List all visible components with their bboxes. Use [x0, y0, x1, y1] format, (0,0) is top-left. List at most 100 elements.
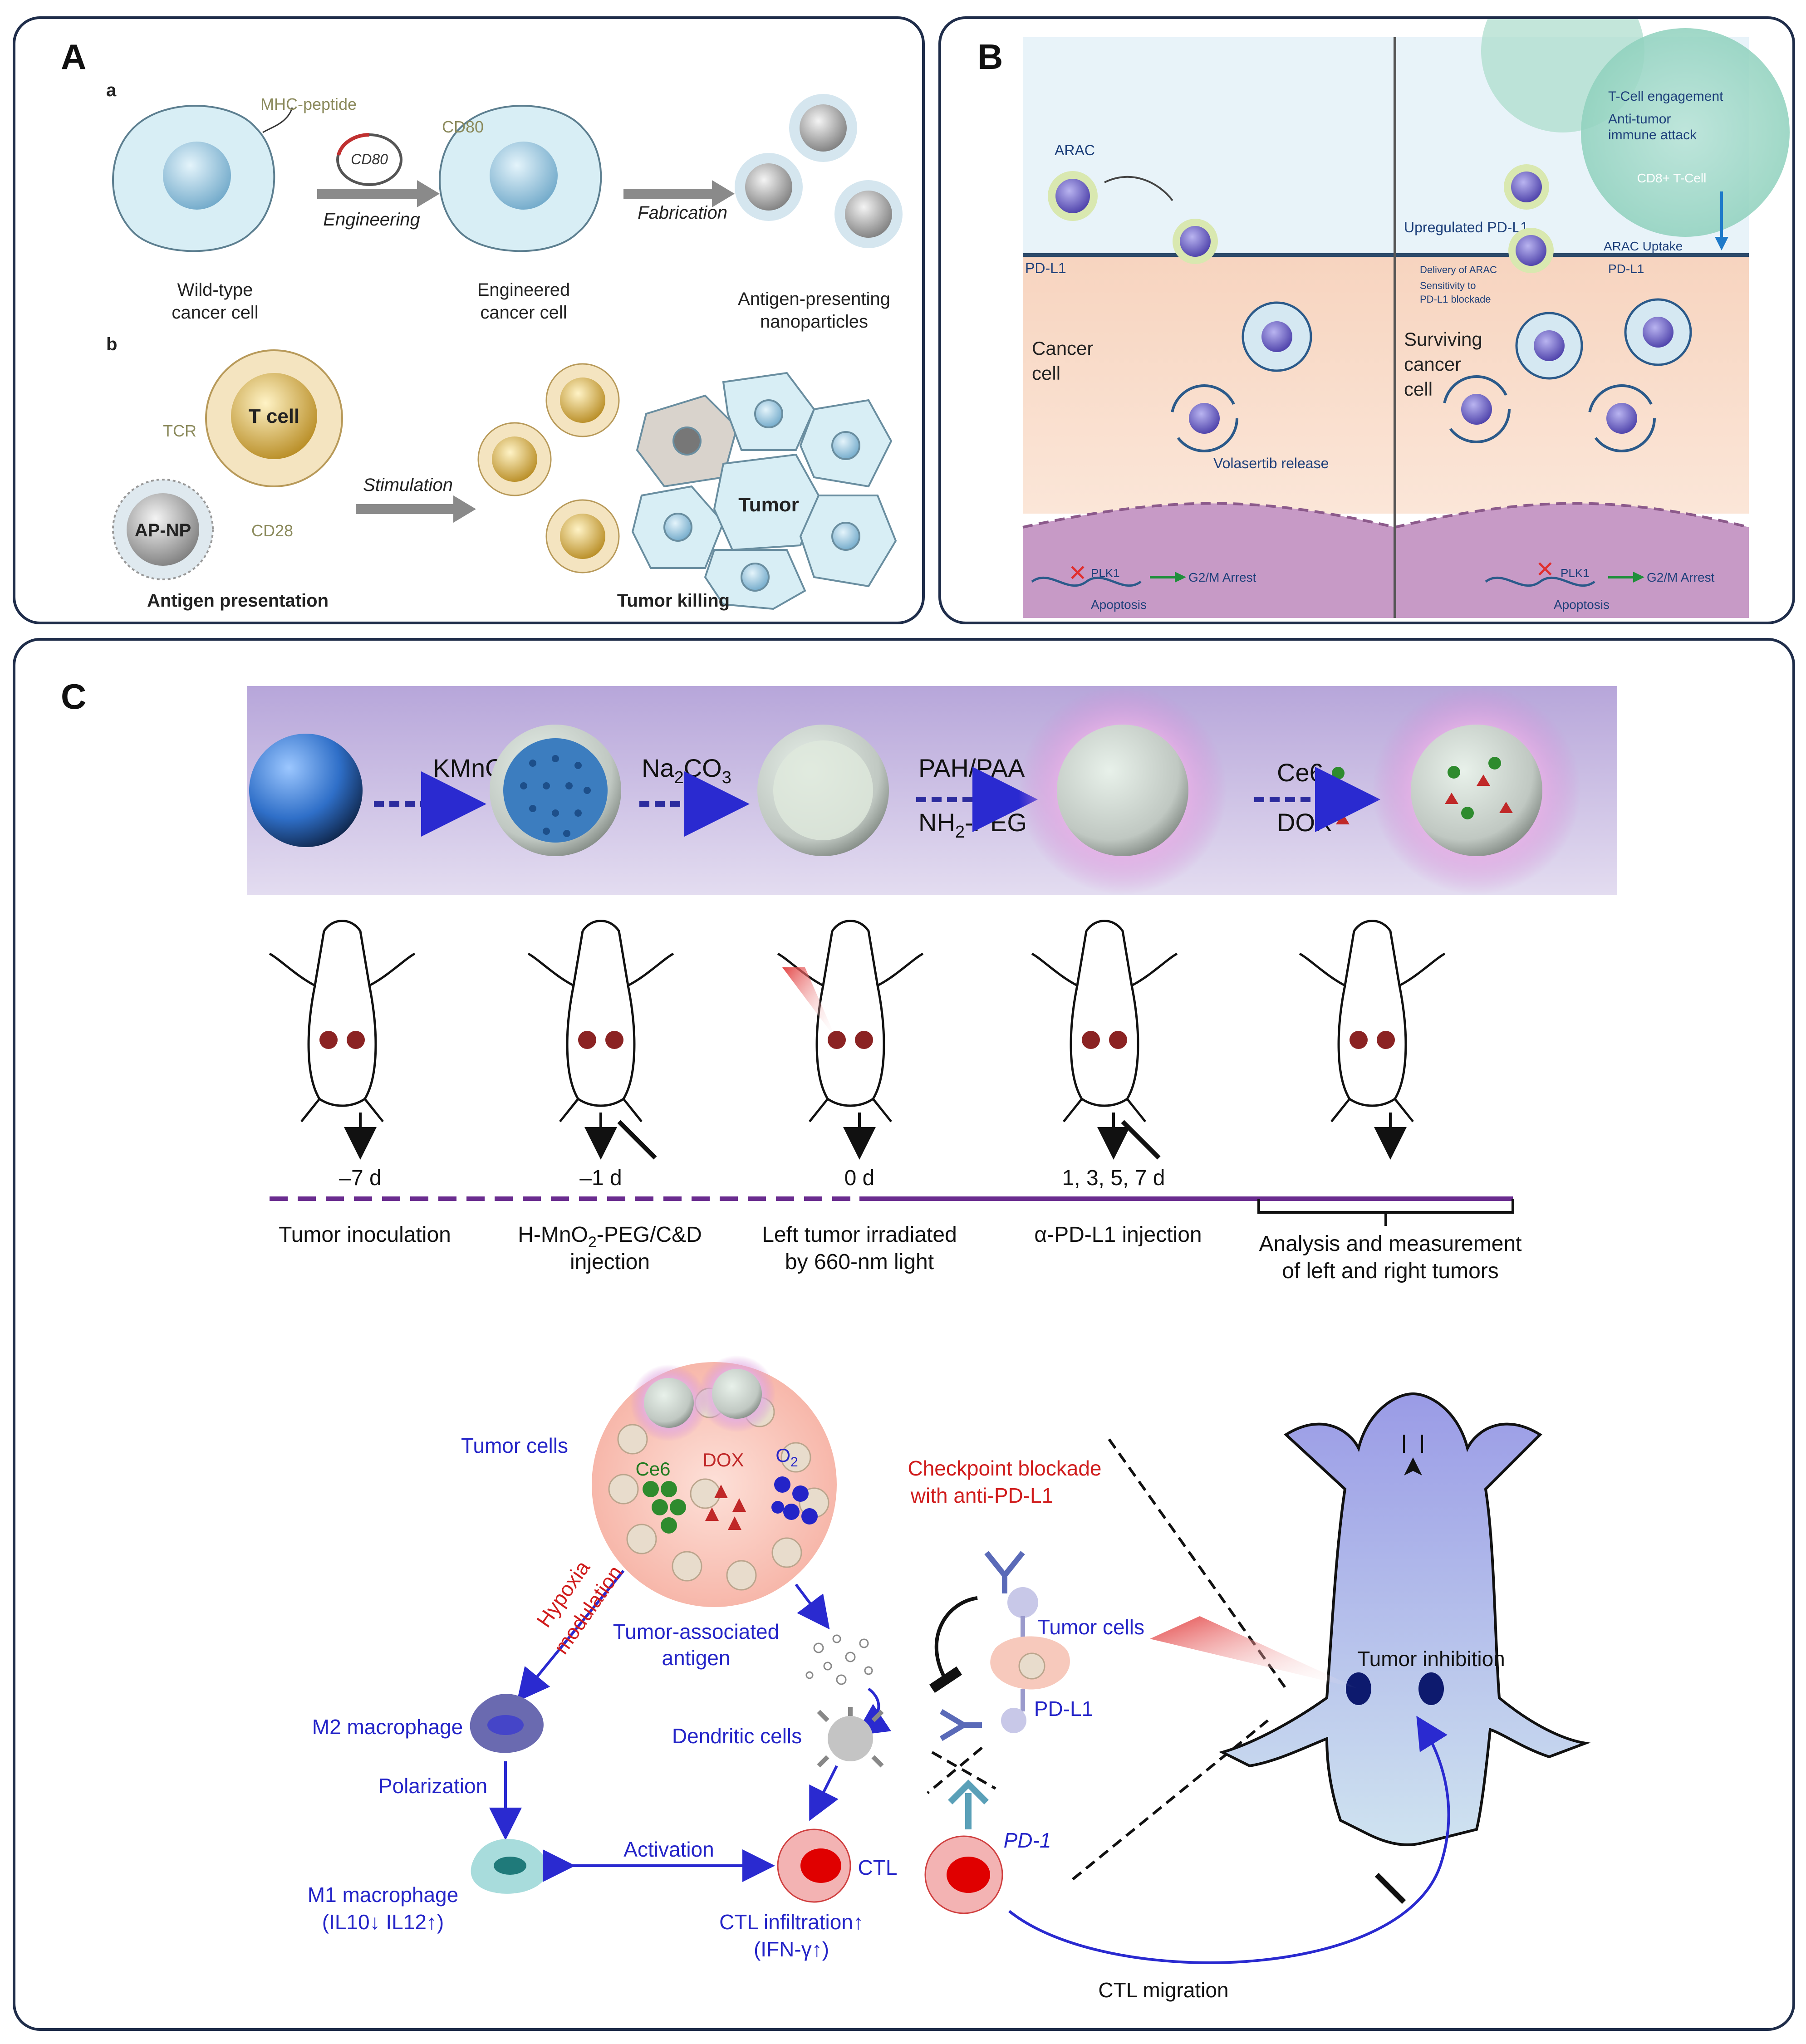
- surviving-label-1: Surviving: [1404, 328, 1482, 350]
- surviving-label-2: cancer: [1404, 353, 1461, 375]
- dendritic-cell-icon: [817, 1707, 884, 1768]
- panel-c-figure: C KMnO4 Na2CO3 PAH/PAA NH2-PEG: [61, 676, 1617, 2002]
- g2m-left-label: G2/M Arrest: [1188, 570, 1256, 584]
- nucleus-right: [1395, 503, 1749, 618]
- day-minus-1: –1 d: [579, 1166, 622, 1190]
- g2m-right-label: G2/M Arrest: [1647, 570, 1715, 584]
- arac-endocytosis-left: [1173, 219, 1218, 264]
- na2co3-label: Na2CO3: [642, 754, 731, 787]
- cytoplasm: [1023, 255, 1749, 514]
- tumor-cell-pd-l1-icon: [990, 1587, 1070, 1733]
- pd-l1-down-label: PD-L1: [1608, 262, 1644, 276]
- panel-a: A a MHC-peptide Wild-type cancer cell CD…: [13, 16, 925, 624]
- step-irradiation-1: Left tumor irradiated: [762, 1223, 957, 1247]
- inhibition-bar: [929, 1666, 962, 1693]
- surviving-label-3: cell: [1404, 378, 1433, 400]
- mouse-5: [1299, 920, 1446, 1122]
- step-irradiation-2: by 660-nm light: [785, 1250, 934, 1274]
- panel-c: C KMnO4 Na2CO3 PAH/PAA NH2-PEG: [13, 638, 1795, 2031]
- fabrication-label: Fabrication: [638, 203, 727, 223]
- m2-label: M2 macrophage: [312, 1715, 463, 1739]
- arac-particle-left: [1048, 171, 1098, 221]
- wild-type-cancer-cell: [112, 105, 275, 252]
- o2-label: O2: [775, 1445, 798, 1470]
- tumor-killing-label: Tumor killing: [617, 591, 730, 611]
- ap-np-particle: AP-NP: [112, 479, 214, 580]
- treated-mouse: [1150, 1392, 1591, 1904]
- mouse-timeline: [269, 920, 1446, 1160]
- mhc-peptide-label: MHC-peptide: [260, 95, 357, 113]
- mouse-1: [269, 920, 416, 1122]
- engineered-label-2: cancer cell: [480, 303, 567, 323]
- step-tumor-inoculation: Tumor inoculation: [279, 1223, 451, 1247]
- ctl-label: CTL: [858, 1856, 898, 1879]
- activation-label: Activation: [623, 1838, 714, 1861]
- panel-b: B T-Cell engagement Anti-tumor immune at…: [938, 0, 1795, 624]
- apoptosis-right-label: Apoptosis: [1554, 598, 1610, 612]
- plk1-right-label: PLK1: [1561, 566, 1590, 580]
- checkpoint-label-2: with anti-PD-L1: [910, 1484, 1053, 1507]
- wild-type-label-1: Wild-type: [177, 280, 253, 300]
- arac-particle-right: [1504, 164, 1549, 210]
- tumor-mass: [592, 1355, 837, 1607]
- sub-label-a: a: [106, 80, 117, 100]
- day-minus-7: –7 d: [339, 1166, 381, 1190]
- sensitivity-label-2: PD-L1 blockade: [1420, 294, 1491, 305]
- ap-nanoparticles-label-2: nanoparticles: [760, 312, 868, 332]
- tumor-inhibition-label: Tumor inhibition: [1357, 1647, 1505, 1671]
- ctl-icon: [777, 1828, 851, 1903]
- m1-label: M1 macrophage: [308, 1883, 458, 1907]
- pd-1-label: PD-1: [1004, 1828, 1051, 1852]
- pd-1-ctl-icon: [924, 1779, 1003, 1914]
- arac-label: ARAC: [1055, 142, 1095, 158]
- cd28-label: CD28: [251, 521, 293, 540]
- t-cell: T cell: [205, 349, 343, 487]
- mouse-3: [777, 920, 924, 1122]
- sensitivity-label-1: Sensitivity to: [1420, 280, 1476, 291]
- engineered-cancer-cell: [439, 105, 602, 252]
- activated-t-cells: [477, 363, 620, 573]
- m2-macrophage-icon: [470, 1694, 544, 1753]
- pah-paa-label: PAH/PAA: [918, 754, 1025, 782]
- anti-tumor-label-1: Anti-tumor: [1608, 112, 1671, 127]
- step-anti-pd-l1: α-PD-L1 injection: [1034, 1223, 1202, 1247]
- cd8-t-cell: [1481, 0, 1790, 237]
- step-injection-1: H-MnO2-PEG/C&D: [518, 1223, 702, 1251]
- nh2-peg-label: NH2-PEG: [918, 808, 1027, 842]
- template-sphere: [249, 734, 363, 847]
- peg-coated-sphere: [1018, 686, 1227, 895]
- day-0: 0 d: [844, 1166, 875, 1190]
- mouse-2: [527, 920, 674, 1160]
- engineered-label-1: Engineered: [477, 280, 570, 300]
- ctl-infiltration-label: CTL infiltration↑: [719, 1910, 864, 1934]
- panel-a-figure: A a MHC-peptide Wild-type cancer cell CD…: [61, 37, 903, 611]
- ce6-label: Ce6: [1277, 758, 1324, 787]
- antigen-presenting-nanoparticles: [735, 94, 903, 248]
- step-analysis-1: Analysis and measurement: [1259, 1232, 1522, 1256]
- dox-mech-label: DOX: [702, 1449, 744, 1471]
- wild-type-label-2: cancer cell: [172, 303, 258, 323]
- dna-right: [1485, 576, 1595, 587]
- polarization-label: Polarization: [378, 1774, 487, 1798]
- panel-a-label: A: [61, 37, 86, 77]
- days-1-3-5-7: 1, 3, 5, 7 d: [1062, 1166, 1165, 1190]
- tumor-label: Tumor: [738, 494, 799, 516]
- dna-left: [1031, 576, 1142, 587]
- cd80-plasmid-icon: CD80: [336, 133, 402, 186]
- m1-macrophage-icon: [471, 1839, 548, 1894]
- anti-tumor-label-2: immune attack: [1608, 127, 1697, 142]
- panel-b-figure: B T-Cell engagement Anti-tumor immune at…: [977, 0, 1790, 618]
- tcr-label: TCR: [163, 422, 196, 440]
- taa-label-1: Tumor-associated: [613, 1620, 779, 1643]
- m1-il-label: (IL10↓ IL12↑): [322, 1910, 444, 1934]
- nucleus-left: [1023, 503, 1395, 618]
- step-injection-2: injection: [570, 1250, 650, 1274]
- ap-nanoparticles-label-1: Antigen-presenting: [738, 289, 890, 309]
- ctl-migration-label: CTL migration: [1098, 1978, 1228, 2002]
- cancer-cell-label-2: cell: [1032, 363, 1060, 384]
- step-analysis-2: of left and right tumors: [1282, 1259, 1499, 1283]
- tumor-associated-antigen-icon: [805, 1634, 873, 1685]
- mno2-coated-sphere: [490, 725, 621, 856]
- pd-l1-mech-label: PD-L1: [1034, 1697, 1093, 1720]
- cancer-cell-label-1: Cancer: [1032, 338, 1093, 359]
